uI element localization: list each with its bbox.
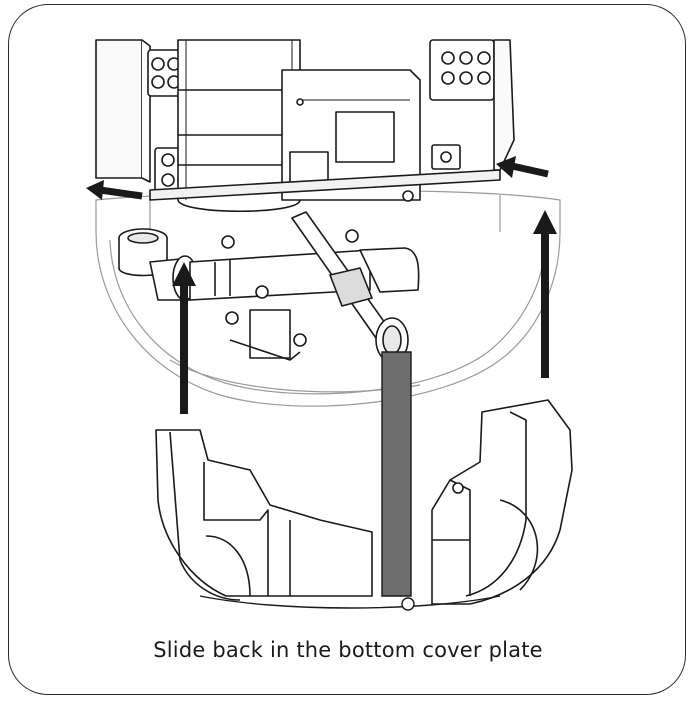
arrow-right-pointing-left xyxy=(496,156,549,178)
arrow-up-icon xyxy=(533,210,557,234)
arrow-up-icon xyxy=(172,262,196,286)
installation-illustration xyxy=(86,39,573,611)
arrow-horizontal-icon xyxy=(496,156,516,178)
instruction-caption: Slide back in the bottom cover plate xyxy=(153,638,543,662)
cover-plate-left xyxy=(155,429,373,601)
arrow-left xyxy=(86,180,143,200)
flexible-hose xyxy=(381,351,412,597)
appliance-upper-unit xyxy=(95,39,515,212)
arrow-horizontal-icon xyxy=(86,180,104,200)
base-ring xyxy=(199,595,501,611)
arrow-up-right xyxy=(533,210,557,378)
arrow-up-left xyxy=(172,262,196,414)
cover-plate-right xyxy=(431,399,573,605)
water-connections xyxy=(118,211,420,363)
